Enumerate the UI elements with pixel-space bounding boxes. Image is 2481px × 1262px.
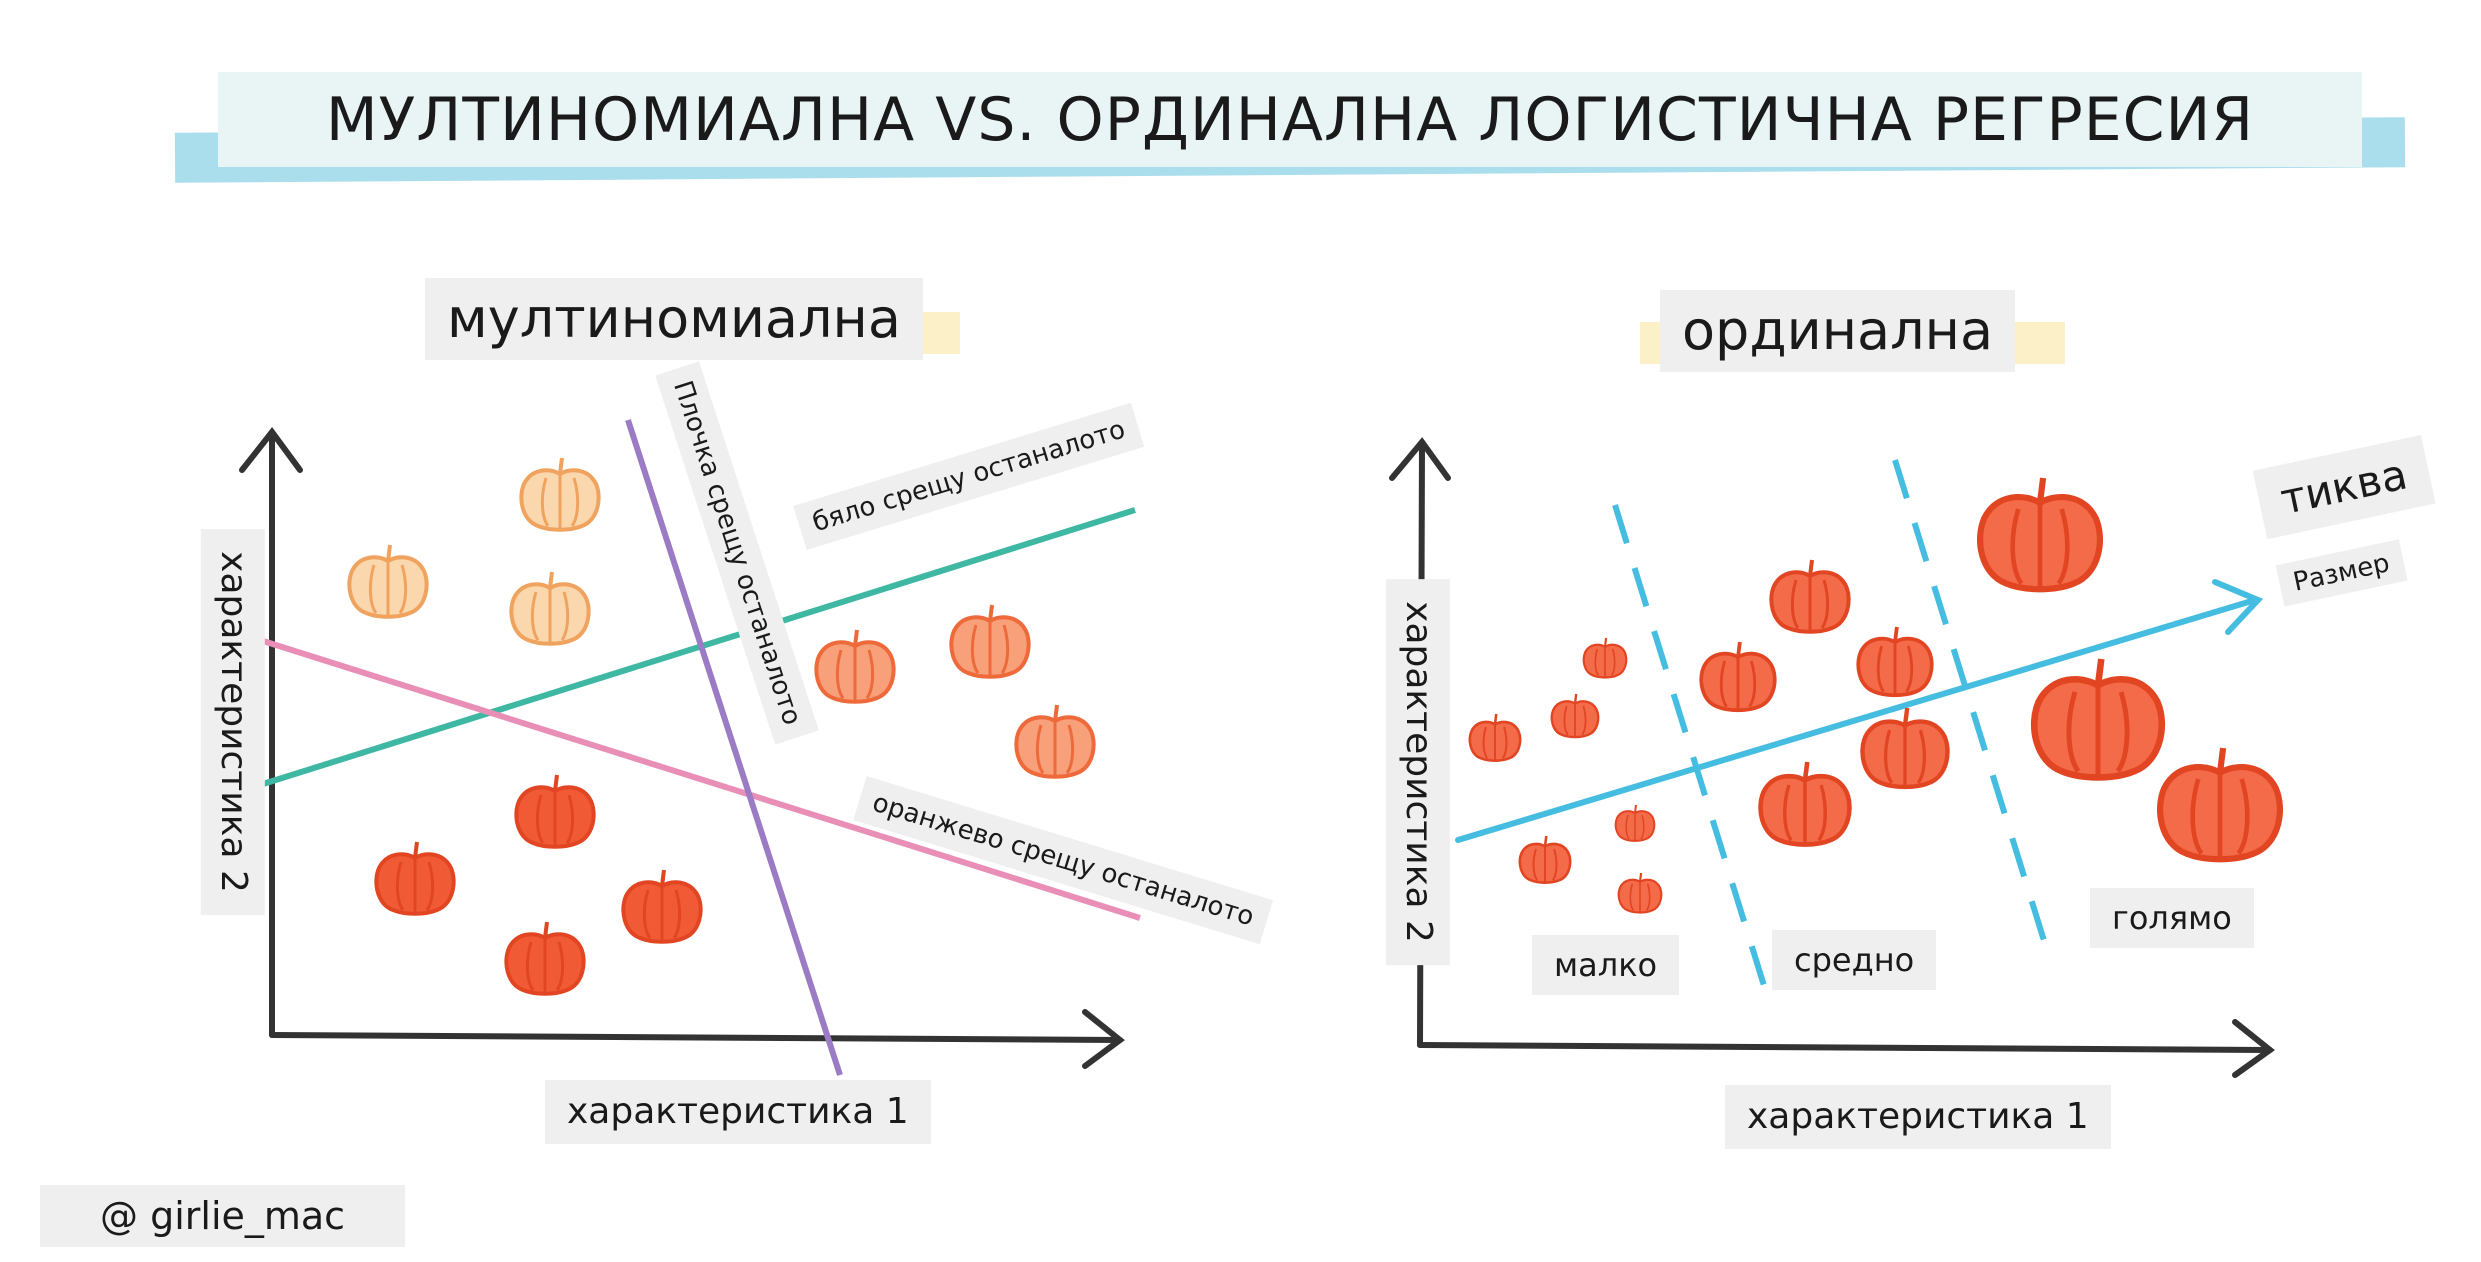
category-medium-label: средно bbox=[1772, 930, 1937, 990]
left-y-arrowhead bbox=[239, 427, 303, 473]
small-pumpkin-3 bbox=[1582, 636, 1628, 679]
right-y-axis-label: характеристика 2 bbox=[1385, 579, 1450, 965]
small-pumpkin-6 bbox=[1617, 871, 1663, 914]
large-pumpkin-1 bbox=[1980, 478, 2100, 589]
small-pumpkin-1 bbox=[1468, 712, 1522, 762]
white-pumpkin-1 bbox=[347, 543, 429, 619]
divider-1 bbox=[1612, 504, 1773, 1006]
size-arrow-line bbox=[1455, 597, 2258, 843]
right-x-axis-label: характеристика 1 bbox=[1725, 1085, 2111, 1149]
page-title: МУЛТИНОМИАЛНА VS. ОРДИНАЛНА ЛОГИСТИЧНА Р… bbox=[325, 84, 2255, 155]
size-arrowhead bbox=[2212, 579, 2264, 635]
medium-pumpkin-5 bbox=[1761, 762, 1850, 845]
striped-pumpkin-1 bbox=[814, 628, 896, 704]
medium-pumpkin-2 bbox=[1699, 640, 1777, 713]
divider-2 bbox=[1892, 459, 2053, 961]
category-large-label: голямо bbox=[2090, 888, 2254, 948]
right-x-axis bbox=[1417, 1042, 2273, 1053]
orange-pumpkin-2 bbox=[514, 773, 596, 849]
left-x-axis bbox=[269, 1032, 1123, 1043]
left-x-arrowhead bbox=[1082, 1009, 1125, 1069]
left-heading: мултиномиална bbox=[425, 278, 923, 360]
white-pumpkin-2 bbox=[519, 456, 601, 532]
medium-pumpkin-4 bbox=[1862, 708, 1947, 787]
author-credit: @ girlie_mac bbox=[40, 1185, 406, 1247]
right-y-arrowhead bbox=[1389, 437, 1451, 481]
orange-pumpkin-3 bbox=[504, 920, 586, 996]
orange-pumpkin-4 bbox=[621, 868, 703, 944]
striped-pumpkins bbox=[814, 603, 1096, 779]
left-axes bbox=[239, 427, 1125, 1069]
orange-pumpkins bbox=[374, 773, 703, 996]
striped-pumpkin-3 bbox=[1014, 703, 1096, 779]
right-heading: ординална bbox=[1660, 290, 2016, 372]
orange-vs-rest-line bbox=[221, 625, 1141, 921]
striped-vs-rest-line bbox=[625, 419, 843, 1076]
orange-pumpkin-1 bbox=[374, 840, 456, 916]
striped-pumpkin-2 bbox=[949, 603, 1031, 679]
large-pumpkin-3 bbox=[2160, 748, 2280, 859]
left-x-axis-label: характеристика 1 bbox=[545, 1080, 931, 1144]
right-x-arrowhead bbox=[2232, 1019, 2275, 1078]
medium-pumpkin-1 bbox=[1769, 558, 1851, 634]
ordinal-dividers bbox=[1612, 459, 2053, 1006]
small-pumpkin-5 bbox=[1614, 804, 1656, 842]
small-pumpkin-2 bbox=[1550, 692, 1600, 739]
medium-pumpkin-3 bbox=[1856, 625, 1934, 698]
left-y-axis-label: характеристика 2 bbox=[200, 529, 265, 915]
small-pumpkin-4 bbox=[1518, 834, 1572, 884]
large-pumpkin-2 bbox=[2034, 659, 2162, 777]
white-pumpkin-3 bbox=[509, 570, 591, 646]
white-vs-rest-line bbox=[227, 507, 1136, 798]
white-pumpkins bbox=[347, 456, 601, 646]
small-pumpkins bbox=[1468, 636, 1663, 914]
category-small-label: малко bbox=[1532, 935, 1680, 995]
title-box bbox=[218, 72, 2362, 167]
